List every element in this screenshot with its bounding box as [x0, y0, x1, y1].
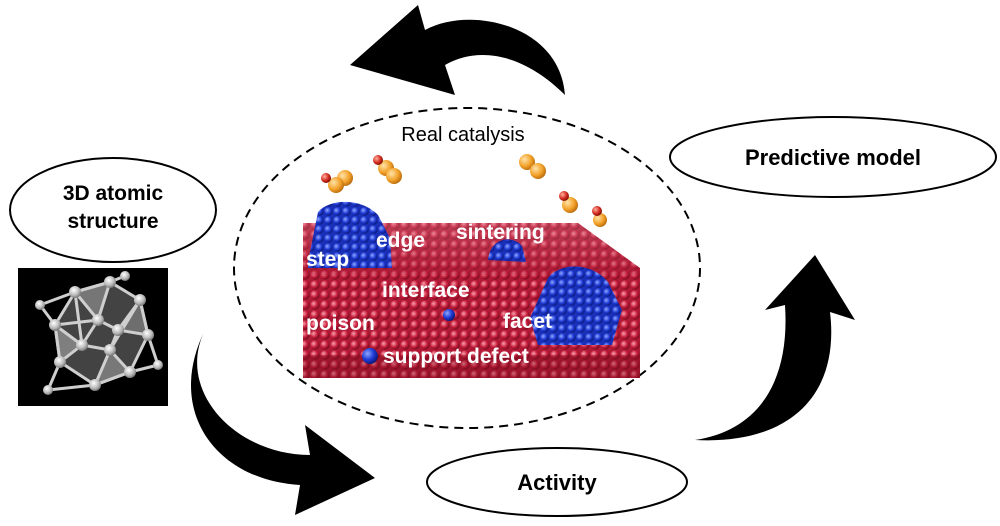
- real-catalysis-region: Real catalysis: [233, 107, 701, 429]
- arrow-right-up: [695, 255, 855, 441]
- predictive-model-label: Predictive model: [745, 145, 921, 170]
- gas-molecules: [321, 154, 607, 227]
- arrow-left-down: [190, 330, 375, 515]
- node-3d-atomic-structure: 3D atomic structure: [9, 157, 217, 263]
- node-predictive-model: Predictive model: [669, 116, 997, 198]
- label-facet: facet: [503, 310, 552, 333]
- cluster-facet: [530, 266, 622, 345]
- poison-adatom: [443, 309, 455, 321]
- cluster-sintering: [488, 239, 526, 262]
- label-support-defect: support defect: [383, 345, 529, 368]
- surface-labels: step edge sintering interface poison fac…: [306, 221, 552, 368]
- structure-label-line2: structure: [67, 210, 158, 233]
- arrow-top: [350, 5, 565, 95]
- label-poison: poison: [306, 312, 375, 335]
- label-interface: interface: [382, 279, 470, 302]
- cluster-step-edge: [308, 201, 392, 268]
- activity-label: Activity: [517, 470, 597, 495]
- real-catalysis-title: Real catalysis: [401, 124, 524, 146]
- defect-adatom: [362, 348, 378, 364]
- label-sintering: sintering: [456, 221, 545, 244]
- label-step: step: [306, 248, 349, 271]
- label-edge: edge: [376, 229, 425, 252]
- structure-label-line1: 3D atomic: [63, 182, 164, 205]
- node-activity: Activity: [426, 447, 688, 517]
- atomic-cluster-image: [18, 268, 168, 406]
